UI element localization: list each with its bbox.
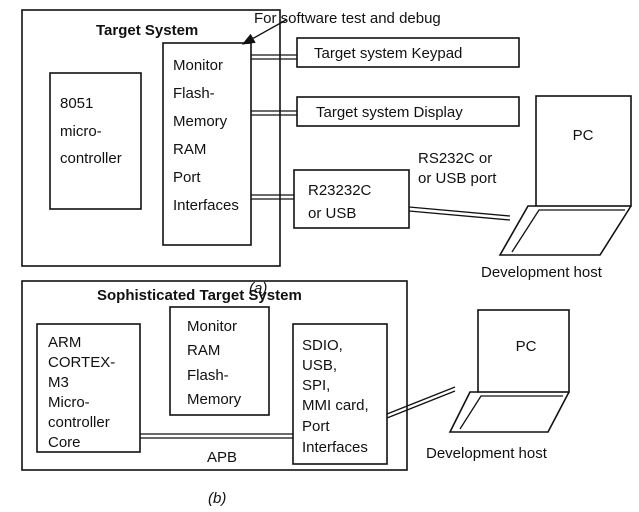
pc-a-keyboard — [498, 205, 632, 256]
mcu-line-1: 8051 — [60, 95, 93, 112]
memory-line-2: RAM — [187, 342, 220, 359]
apb-label: APB — [207, 449, 237, 466]
arm-line-1: ARM — [48, 334, 81, 351]
io-line-3: SPI, — [302, 377, 330, 394]
mcu-line-2: micro- — [60, 123, 102, 140]
monitor-line-4: RAM — [173, 141, 206, 158]
diagram-a: Target System For software test and debu… — [21, 9, 632, 297]
link-line-2: or USB port — [418, 170, 497, 187]
arm-line-6: Core — [48, 434, 81, 451]
sophisticated-target-title: Sophisticated Target System — [97, 287, 302, 304]
target-system-title: Target System — [96, 22, 198, 39]
monitor-box — [162, 42, 252, 246]
io-line-6: Interfaces — [302, 439, 368, 456]
memory-line-3: Flash- — [187, 367, 229, 384]
pc-a-keyboard-inner — [511, 209, 625, 253]
mcu-8051-box — [49, 72, 142, 210]
bridge-line-1: R23232C — [308, 182, 372, 199]
host-a-label: Development host — [481, 264, 603, 281]
diagram-b: Sophisticated Target System ARM CORTEX- … — [21, 280, 570, 507]
pc-b-link-2 — [386, 390, 456, 419]
arm-line-4: Micro- — [48, 394, 90, 411]
keypad-label: Target system Keypad — [314, 45, 462, 62]
monitor-line-3: Memory — [173, 113, 228, 130]
io-line-1: SDIO, — [302, 337, 343, 354]
debug-annotation: For software test and debug — [254, 10, 441, 27]
pc-b-screen — [477, 309, 570, 393]
monitor-line-5: Port — [173, 169, 201, 186]
monitor-line-1: Monitor — [173, 57, 223, 74]
host-b-label: Development host — [426, 445, 548, 462]
pc-a-label: PC — [573, 127, 594, 144]
annotation-arrow — [241, 19, 287, 45]
pc-b-link-1 — [386, 386, 456, 415]
target-system-box — [21, 9, 281, 267]
arm-mcu-box — [36, 323, 141, 453]
memory-box — [169, 306, 270, 416]
pc-b-laptop — [448, 309, 570, 433]
arm-line-3: M3 — [48, 374, 69, 391]
pc-link-1 — [408, 206, 511, 217]
display-label: Target system Display — [316, 104, 463, 121]
io-line-4: MMI card, — [302, 397, 369, 414]
mcu-line-3: controller — [60, 150, 122, 167]
pc-a-screen — [535, 95, 632, 207]
pc-a-laptop — [498, 95, 632, 256]
pc-b-keyboard-inner — [459, 395, 563, 430]
io-line-2: USB, — [302, 357, 337, 374]
memory-line-1: Monitor — [187, 318, 237, 335]
io-line-5: Port — [302, 418, 330, 435]
keypad-box — [296, 37, 520, 68]
pc-b-label: PC — [516, 338, 537, 355]
pc-link-2 — [408, 210, 511, 221]
caption-a: (a) — [249, 280, 267, 297]
arm-line-2: CORTEX- — [48, 354, 115, 371]
monitor-line-2: Flash- — [173, 85, 215, 102]
sophisticated-target-box — [21, 280, 408, 471]
pc-b-keyboard — [448, 391, 570, 433]
arm-line-5: controller — [48, 414, 110, 431]
caption-b: (b) — [208, 490, 226, 507]
memory-line-4: Memory — [187, 391, 242, 408]
link-line-1: RS232C or — [418, 150, 492, 167]
bridge-line-2: or USB — [308, 205, 356, 222]
monitor-line-6: Interfaces — [173, 197, 239, 214]
io-box — [292, 323, 388, 465]
